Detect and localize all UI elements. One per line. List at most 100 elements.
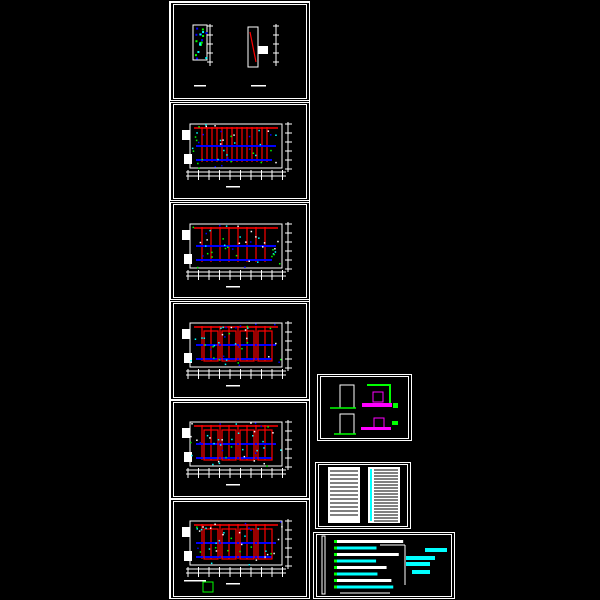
sheet-caption-bar [226,186,240,188]
fixture-mark [272,249,274,251]
room-loop [221,528,237,560]
unit-cyan [406,556,435,560]
fixture-mark [261,246,264,248]
fixture-mark [212,345,214,348]
fixture-mark [230,446,233,448]
fixture-mark [202,34,205,37]
detail-sheets [313,374,455,599]
fixture-mark [191,454,193,457]
pipe-red-riser [249,31,257,63]
fixture-mark [275,342,277,345]
room-loop [257,429,273,461]
fixture-mark [218,539,221,542]
building-outline [189,322,283,368]
fixture-mark [210,562,213,565]
fixture-mark [225,326,227,329]
fixture-mark [237,225,239,228]
room-loop [257,528,273,560]
stair-block [184,551,192,561]
fixture-mark [205,32,208,35]
fixture-mark [223,244,226,247]
room-loop [203,330,219,362]
fixture-mark [208,548,211,550]
fixture-mark [217,158,219,161]
fixture-mark [205,527,207,530]
room-loop [257,330,273,362]
fixture-mark [271,255,273,258]
fixture-mark [235,423,238,425]
fixture-mark [212,463,214,466]
fixture-mark [226,154,228,156]
fixture-mark [281,526,283,528]
fixture-mark [246,337,248,340]
fixture-mark [248,135,251,138]
fixture-mark [255,236,257,238]
branch-valve [334,540,337,543]
fixture-mark [248,563,251,566]
fixture-mark [270,134,272,136]
branch-valve [334,566,337,569]
fixture-mark [218,342,220,344]
fixture-mark [246,325,249,328]
fixture-mark [196,528,198,530]
sheet-border [170,499,310,599]
fixture-mark [198,530,201,532]
stair-block [184,452,192,462]
fixture-mark [234,343,237,345]
sheet-border [170,301,310,400]
sheet-inner-border [316,534,452,597]
fixture-mark [192,150,195,152]
fixture-mark [227,549,229,552]
fixture-mark [202,133,205,136]
sheet-column [169,1,310,599]
legend-symbol [202,581,214,593]
sheet-inner-border [320,376,409,439]
fixture-mark [199,33,202,36]
fixture-mark [197,141,200,144]
fixture-mark [262,440,264,443]
fixture-mark [266,553,269,556]
room-loop [239,429,255,461]
fixture-mark [205,232,208,235]
sheet-border [170,202,310,300]
fixture-mark [240,543,243,546]
fixture-mark [217,556,219,559]
fixture-mark [226,157,229,159]
fixture-mark [272,432,274,434]
fixture-mark [211,251,213,254]
fixture-mark [224,363,227,366]
fixture-mark [275,134,277,137]
unit-cyan [412,570,430,574]
fixture-mark [255,559,258,561]
fixture-mark [263,242,266,244]
fixture-mark [260,425,262,428]
fixture-mark [270,149,272,152]
fixture-mark [218,358,221,361]
fixture-mark [195,40,198,43]
fixture-mark [250,529,252,532]
fixture-mark [192,226,195,229]
fixture-mark [211,256,213,258]
fixture-mark [218,462,221,465]
sheet-inner-border [173,501,307,597]
sheet-elevations [170,2,310,101]
branch-line [334,566,387,569]
fixture-mark [226,246,229,248]
fixture-mark [217,438,220,441]
equipment-block [258,46,268,54]
fixture-mark [219,423,221,425]
fixture-mark [221,439,223,441]
building-outline [189,520,283,566]
fixture-mark [269,327,272,330]
fixture-mark [199,42,202,45]
fixture-mark [214,125,216,127]
fixture-mark [230,160,232,163]
fixture-mark [195,139,198,142]
sheet-inner-border [173,303,307,398]
fixture-mark [235,327,237,329]
sheet-floor-plan-1 [170,102,310,201]
fixture-mark [231,248,234,250]
valve-green [393,403,398,408]
room-loop [239,528,255,560]
pump-magenta [373,417,385,429]
